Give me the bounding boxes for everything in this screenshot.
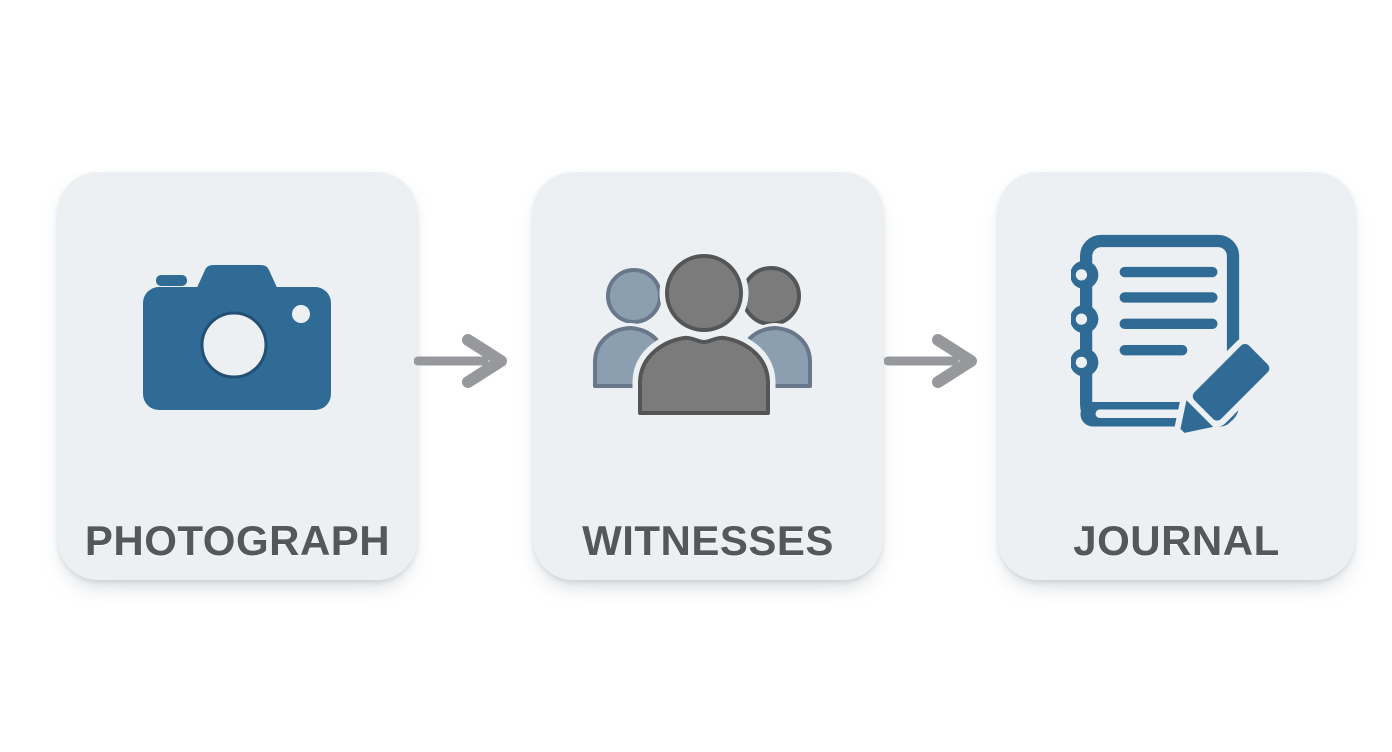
- step-label-witnesses: WITNESSES: [582, 517, 834, 564]
- step-label-journal: JOURNAL: [1073, 517, 1280, 564]
- step-card-witnesses: WITNESSES: [533, 172, 883, 580]
- label-area: PHOTOGRAPH: [58, 502, 417, 580]
- step-card-journal: JOURNAL: [998, 172, 1355, 580]
- people-icon: [590, 251, 815, 421]
- step-label-photograph: PHOTOGRAPH: [84, 517, 391, 564]
- icon-area: [998, 172, 1355, 502]
- arrow-right-icon: [414, 334, 507, 388]
- icon-area: [58, 172, 417, 502]
- step-card-photograph: PHOTOGRAPH: [58, 172, 417, 580]
- label-area: JOURNAL: [998, 502, 1355, 580]
- label-area: WITNESSES: [533, 502, 883, 580]
- camera-icon: [142, 265, 331, 410]
- icon-area: [533, 172, 883, 502]
- arrow-right-icon: [884, 334, 977, 388]
- journal-icon: [1070, 234, 1275, 440]
